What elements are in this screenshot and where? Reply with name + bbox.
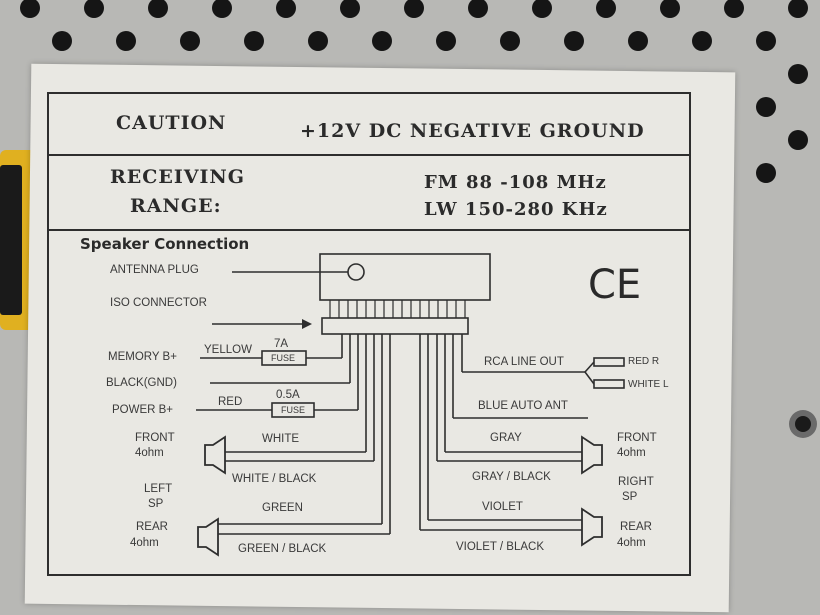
chassis-hole — [20, 0, 40, 18]
wire-white-label: WHITE — [262, 433, 300, 445]
chassis-hole — [148, 0, 168, 18]
memory-wire-color: YELLOW — [204, 344, 252, 356]
chassis-hole — [628, 31, 648, 51]
blue-auto-ant-label: BLUE AUTO ANT — [478, 400, 568, 412]
chassis-hole — [564, 31, 584, 51]
chassis-hole — [372, 31, 392, 51]
speaker-rear-right — [581, 507, 603, 547]
memory-fuse-text: FUSE — [271, 353, 296, 363]
chassis-hole — [692, 31, 712, 51]
iso-pins — [329, 300, 466, 318]
front-left-line1: FRONT — [135, 432, 175, 444]
iso-connector-label: ISO CONNECTOR — [110, 297, 207, 309]
wire-white-black-label: WHITE / BLACK — [232, 473, 317, 485]
speaker-front-right — [581, 435, 603, 475]
caution-label: CAUTION — [116, 112, 227, 134]
chassis-hole — [340, 0, 360, 18]
head-unit-body — [319, 253, 491, 301]
chassis-hole — [788, 64, 808, 84]
chassis-hole — [756, 31, 776, 51]
wire-green-label: GREEN — [262, 502, 303, 514]
chassis-hole — [52, 31, 72, 51]
antenna-plug-socket — [347, 263, 365, 281]
chassis-hole — [180, 31, 200, 51]
chassis-hole — [116, 31, 136, 51]
right-sp-line2: SP — [622, 491, 638, 503]
rear-left-line1: REAR — [136, 521, 168, 533]
front-left-line2: 4ohm — [135, 447, 164, 459]
rear-right-line1: REAR — [620, 521, 652, 533]
front-right-line2: 4ohm — [617, 447, 646, 459]
wire-gray-black-label: GRAY / BLACK — [472, 471, 551, 483]
voltage-spec: +12V DC NEGATIVE GROUND — [300, 120, 645, 142]
chassis-hole — [788, 0, 808, 18]
rca-plug-red — [593, 357, 625, 367]
wire-violet-label: VIOLET — [482, 501, 523, 513]
ce-mark: CE — [588, 262, 642, 308]
fm-range: FM 88 -108 MHz — [424, 172, 607, 193]
speaker-front-left — [204, 435, 226, 475]
rear-left-line2: 4ohm — [130, 537, 159, 549]
iso-connector-block — [321, 317, 469, 335]
chassis-hole — [404, 0, 424, 18]
front-right-line1: FRONT — [617, 432, 657, 444]
label-frame — [47, 92, 691, 576]
lw-range: LW 150-280 KHz — [424, 199, 608, 220]
speaker-rear-left — [197, 517, 219, 557]
diagram-heading: Speaker Connection — [80, 235, 250, 253]
memory-label: MEMORY B+ — [108, 351, 177, 363]
chassis-hole — [84, 0, 104, 18]
chassis-hole — [436, 31, 456, 51]
right-sp-line1: RIGHT — [618, 476, 654, 488]
chassis-hole — [308, 31, 328, 51]
rca-line-out-label: RCA LINE OUT — [484, 356, 564, 368]
wire-violet-black-label: VIOLET / BLACK — [456, 541, 544, 553]
chassis-hole — [244, 31, 264, 51]
chassis-hole — [596, 0, 616, 18]
black-gnd-label: BLACK(GND) — [106, 377, 177, 389]
chassis-hole — [532, 0, 552, 18]
chassis-hole — [756, 163, 776, 183]
left-sp-line1: LEFT — [144, 483, 173, 495]
receiving-label-line2: RANGE: — [130, 195, 222, 217]
antenna-plug-label: ANTENNA PLUG — [110, 264, 199, 276]
chassis-hole — [660, 0, 680, 18]
power-wire-color: RED — [218, 396, 243, 408]
chassis-hole — [500, 31, 520, 51]
chassis-hole — [724, 0, 744, 18]
power-fuse-text: FUSE — [281, 405, 306, 415]
power-label: POWER B+ — [112, 404, 174, 416]
chassis-holes — [20, 0, 808, 183]
wire-gray-label: GRAY — [490, 432, 522, 444]
power-fuse-rating: 0.5A — [276, 389, 300, 401]
rear-right-line2: 4ohm — [617, 537, 646, 549]
rca-red-label: RED R — [628, 356, 660, 367]
chassis-hole — [788, 130, 808, 150]
memory-fuse-rating: 7A — [274, 338, 289, 350]
chassis-hole — [212, 0, 232, 18]
chassis-hole — [756, 97, 776, 117]
receiving-label-line1: RECEIVING — [110, 166, 245, 188]
chassis-hole — [468, 0, 488, 18]
wire-green-black-label: GREEN / BLACK — [238, 543, 327, 555]
left-sp-line2: SP — [148, 498, 164, 510]
rca-plug-white — [593, 379, 625, 389]
rca-white-label: WHITE L — [628, 379, 669, 390]
chassis-hole — [276, 0, 296, 18]
